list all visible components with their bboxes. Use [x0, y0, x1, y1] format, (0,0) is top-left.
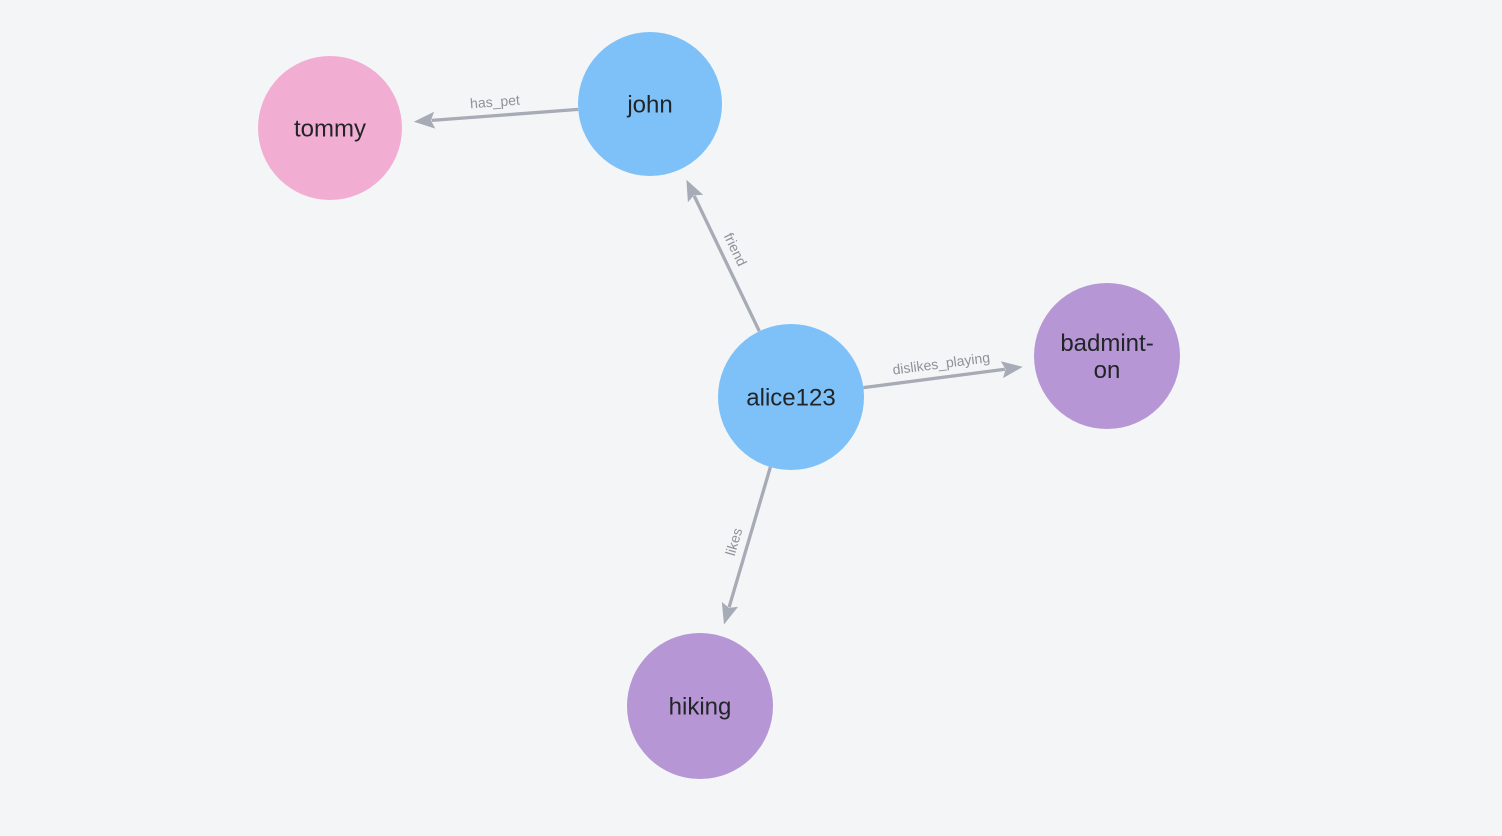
edge-arrowhead[interactable] [686, 179, 704, 203]
node-label: alice123 [746, 384, 835, 411]
graph-node-badminton[interactable]: badmint-on [1034, 283, 1180, 429]
node-circle[interactable] [627, 633, 773, 779]
edge-arrowhead[interactable] [721, 601, 739, 625]
node-circle[interactable] [578, 32, 722, 176]
node-label: on [1094, 357, 1121, 384]
edge-line[interactable] [692, 195, 761, 332]
edge-line[interactable] [863, 367, 1006, 390]
graph-edge-has_pet[interactable]: has_pet [413, 92, 579, 129]
edge-line[interactable] [431, 107, 579, 123]
edge-arrowhead[interactable] [1000, 361, 1023, 379]
node-circle[interactable] [258, 56, 402, 200]
node-label: tommy [294, 115, 366, 142]
node-circle[interactable] [718, 324, 864, 470]
graph-node-alice123[interactable]: alice123 [718, 324, 864, 470]
graph-edge-friend[interactable]: friend [686, 179, 761, 332]
node-label: john [626, 91, 672, 118]
edge-label[interactable]: has_pet [469, 92, 520, 112]
edge-line[interactable] [727, 466, 772, 608]
graph-edge-likes[interactable]: likes [721, 466, 772, 625]
graph-node-john[interactable]: john [578, 32, 722, 176]
edge-arrowhead[interactable] [413, 111, 436, 129]
node-label: hiking [669, 693, 732, 720]
graph-node-tommy[interactable]: tommy [258, 56, 402, 200]
node-circle[interactable] [1034, 283, 1180, 429]
graph-edge-dislikes_playing[interactable]: dislikes_playing [863, 349, 1023, 390]
graph-node-hiking[interactable]: hiking [627, 633, 773, 779]
node-label: badmint- [1060, 330, 1153, 357]
edge-label[interactable]: likes [722, 526, 745, 557]
